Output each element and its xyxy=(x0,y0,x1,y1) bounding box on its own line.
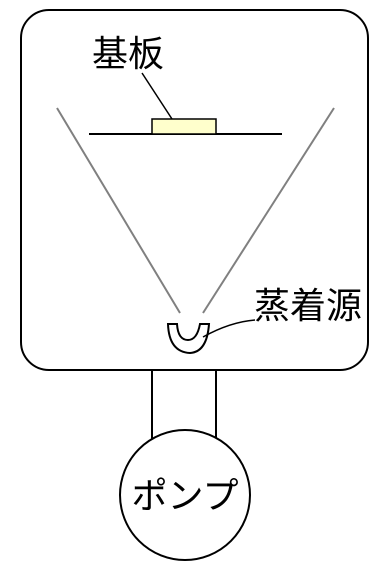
substrate-label: 基板 xyxy=(92,34,164,75)
evaporation-source xyxy=(166,323,211,355)
substrate xyxy=(151,118,217,135)
evaporation-beam-right xyxy=(202,107,335,314)
evaporation-source-leader-line xyxy=(202,319,256,338)
vacuum-chamber xyxy=(20,9,369,371)
pump xyxy=(119,429,251,561)
substrate-leader-line xyxy=(141,72,173,120)
pump-label: ポンプ xyxy=(132,476,239,517)
evaporation-beam-left xyxy=(56,107,181,314)
evaporation-source-label: 蒸着源 xyxy=(254,286,362,327)
